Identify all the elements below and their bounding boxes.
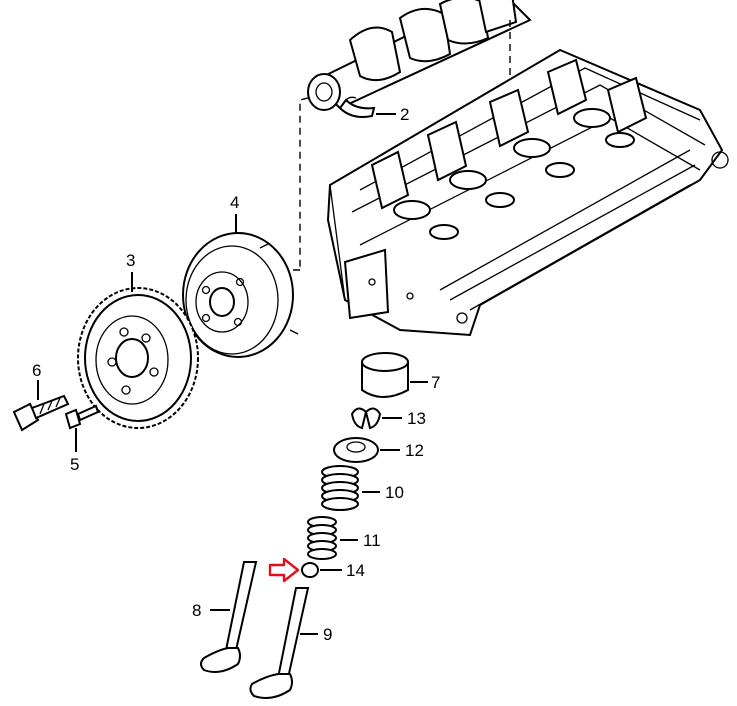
screw — [64, 404, 100, 430]
callout-14: 14 — [346, 561, 365, 580]
inner-valve-spring — [307, 516, 337, 560]
tappet — [361, 352, 409, 398]
valve-cotters — [350, 407, 382, 430]
callout-12: 12 — [405, 441, 424, 460]
outer-valve-spring — [321, 465, 359, 511]
callout-2: 2 — [400, 105, 409, 124]
callout-3: 3 — [126, 251, 135, 270]
callout-8: 8 — [192, 601, 201, 620]
gear — [77, 287, 199, 429]
callout-6: 6 — [32, 361, 41, 380]
valve-right — [249, 587, 310, 699]
sprocket-hub — [182, 232, 299, 358]
callout-9: 9 — [323, 625, 332, 644]
bolt — [12, 394, 70, 432]
callout-11: 11 — [363, 531, 381, 550]
callout-10: 10 — [385, 483, 404, 502]
spring-retainer — [333, 437, 379, 463]
valve-stem-seal — [301, 562, 319, 578]
cylinder-head — [326, 48, 729, 337]
bearing-shell — [338, 96, 376, 118]
camshaft — [307, 0, 532, 111]
callout-13: 13 — [407, 409, 426, 428]
callout-4: 4 — [230, 193, 239, 212]
callout-5: 5 — [70, 455, 79, 474]
highlight-arrow-icon — [268, 557, 300, 583]
valve-left — [200, 561, 258, 673]
callout-7: 7 — [431, 373, 440, 392]
